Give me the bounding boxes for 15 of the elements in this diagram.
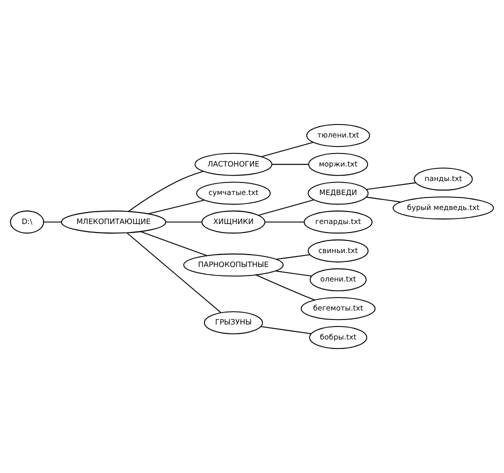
connector [148, 200, 206, 214]
connector [264, 222, 304, 223]
connector [43, 222, 62, 223]
connector [366, 182, 416, 190]
connector [165, 222, 202, 223]
connector [140, 231, 208, 256]
connector [276, 254, 310, 260]
connector [128, 170, 204, 212]
connector [275, 270, 312, 277]
connector [258, 199, 314, 216]
connector [261, 142, 314, 158]
connector [366, 196, 402, 202]
connector [272, 164, 310, 165]
connector [260, 326, 312, 334]
connector [126, 232, 222, 314]
